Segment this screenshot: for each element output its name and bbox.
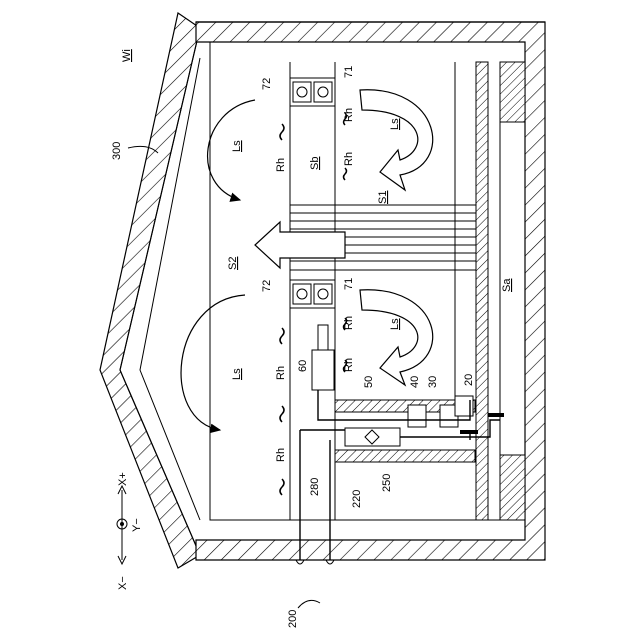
label-220: 220	[351, 490, 363, 508]
label-x-minus: X−	[117, 576, 129, 590]
label-wi: Wi	[121, 49, 133, 62]
label-ls-1: Ls	[231, 140, 243, 152]
label-rh-2: Rh	[343, 108, 355, 122]
unit-60	[312, 325, 334, 390]
label-30: 30	[427, 376, 439, 388]
label-sa: Sa	[501, 278, 513, 292]
label-60: 60	[297, 360, 309, 372]
axes-indicator	[117, 486, 127, 564]
label-rh-6: Rh	[275, 366, 287, 380]
label-ls-3: Ls	[389, 318, 401, 330]
heat-exchanger-250	[345, 428, 400, 446]
label-ls-2: Ls	[389, 118, 401, 130]
label-y-minus: Y−	[131, 518, 143, 532]
label-280: 280	[309, 478, 321, 496]
label-50: 50	[363, 376, 375, 388]
label-300: 300	[111, 142, 123, 160]
label-72-top: 72	[261, 78, 273, 90]
circulation-arrows	[181, 100, 255, 430]
label-250: 250	[381, 474, 393, 492]
label-rh-3: Rh	[343, 152, 355, 166]
label-ls-4: Ls	[231, 368, 243, 380]
label-x-plus: X+	[117, 472, 129, 486]
label-rh-5: Rh	[343, 358, 355, 372]
label-rh-7: Rh	[275, 448, 287, 462]
vent-unit-middle	[290, 280, 335, 308]
roof	[100, 13, 200, 568]
label-71-top: 71	[343, 66, 355, 78]
label-20: 20	[463, 374, 475, 386]
vent-unit-top	[290, 78, 335, 106]
label-40: 40	[409, 376, 421, 388]
label-sb: Sb	[309, 157, 321, 170]
label-rh-1: Rh	[275, 158, 287, 172]
leader-200	[298, 600, 320, 608]
label-72-mid: 72	[261, 280, 273, 292]
label-rh-4: Rh	[343, 316, 355, 330]
label-s2: S2	[227, 257, 239, 270]
label-200: 200	[287, 610, 299, 628]
label-71-mid: 71	[343, 278, 355, 290]
label-s1: S1	[377, 191, 389, 204]
